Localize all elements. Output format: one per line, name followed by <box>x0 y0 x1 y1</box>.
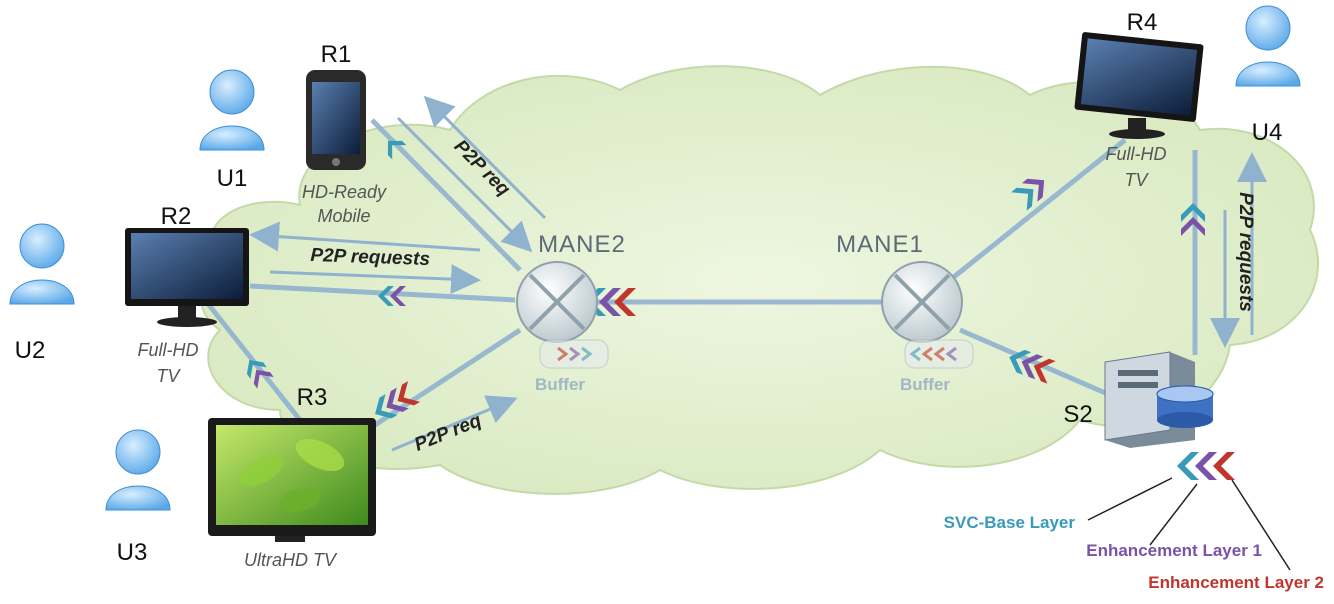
chevrons-r3 <box>375 381 421 419</box>
link-mane1-s2 <box>959 327 1111 398</box>
chevrons-r4 <box>1011 178 1045 211</box>
user-u3-icon <box>105 429 171 511</box>
tv-r3-icon <box>208 418 376 542</box>
device-r1-line1: HD-Ready <box>302 182 387 202</box>
link-mane1-r4 <box>948 138 1127 282</box>
legend-enhancement-layer-1: Enhancement Layer 1 <box>1086 541 1262 560</box>
request-r4-label: P2P requests <box>1235 192 1256 312</box>
request-arrows <box>249 95 1267 452</box>
device-r4-line2: TV <box>1124 170 1149 190</box>
device-r3-label: UltraHD TV <box>244 550 338 570</box>
monitor-r4-icon <box>1074 32 1204 139</box>
server-s2-label: S2 <box>1063 401 1092 428</box>
receiver-r2-label: R2 <box>161 203 192 230</box>
user-u2-icon <box>9 223 75 305</box>
mane2-label: MANE2 <box>538 231 626 258</box>
mane1-node-icon <box>881 261 963 343</box>
buffer-mane1-label: Buffer <box>900 375 950 394</box>
receiver-r4-label: R4 <box>1127 9 1158 36</box>
user-u3-label: U3 <box>117 539 148 566</box>
chevrons-r2r3 <box>246 359 274 389</box>
mane1-label: MANE1 <box>836 231 924 258</box>
buffer-mane2-label: Buffer <box>535 375 585 394</box>
monitor-r2-icon <box>125 228 249 327</box>
mobile-phone-icon <box>306 70 366 170</box>
user-u4-label: U4 <box>1252 119 1283 146</box>
buffer-mane1-icon <box>904 339 974 369</box>
legend-chevrons <box>1177 452 1235 480</box>
device-r4-line1: Full-HD <box>1106 144 1167 164</box>
receiver-r1-label: R1 <box>321 41 352 68</box>
user-u1-icon <box>199 69 265 151</box>
chevrons-s2-mane1 <box>1009 349 1056 384</box>
chevrons-r2 <box>378 286 406 306</box>
chevrons-s2-r4 <box>1181 203 1205 236</box>
user-u2-label: U2 <box>15 337 46 364</box>
chevrons-r1 <box>387 140 407 160</box>
user-u1-label: U1 <box>217 165 248 192</box>
legend-base-layer: SVC-Base Layer <box>944 513 1076 532</box>
receiver-r3-label: R3 <box>297 384 328 411</box>
request-r2-label: P2P requests <box>310 245 430 270</box>
legend-enhancement-layer-2: Enhancement Layer 2 <box>1148 573 1324 592</box>
buffer-mane2-icon <box>539 339 609 369</box>
user-u4-icon <box>1235 5 1301 87</box>
device-r1-line2: Mobile <box>317 206 370 226</box>
network-cloud <box>200 65 1320 495</box>
server-s2-icon <box>1104 351 1214 448</box>
device-r2-line1: Full-HD <box>138 340 199 360</box>
legend-pointers <box>1087 477 1291 571</box>
link-r2-r3 <box>203 298 302 422</box>
device-r2-line2: TV <box>156 366 181 386</box>
mane2-node-icon <box>516 261 598 343</box>
